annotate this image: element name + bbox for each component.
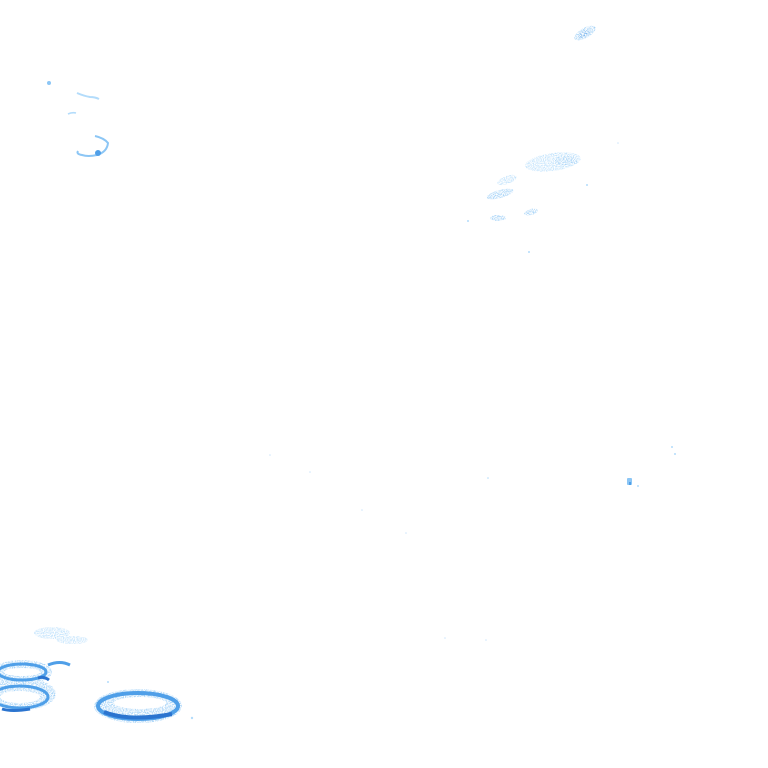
echo-upper-left-cluster bbox=[47, 81, 110, 157]
stray-echo-specks bbox=[269, 142, 619, 641]
echo-bottom-left-cell bbox=[94, 681, 194, 723]
echo-upper-right-band bbox=[486, 152, 581, 221]
echo-mid-right-speck bbox=[487, 446, 676, 487]
echo-upper-right-specks bbox=[467, 184, 588, 253]
echo-top-right-small bbox=[574, 25, 596, 41]
echo-lower-left-cell bbox=[0, 627, 88, 712]
